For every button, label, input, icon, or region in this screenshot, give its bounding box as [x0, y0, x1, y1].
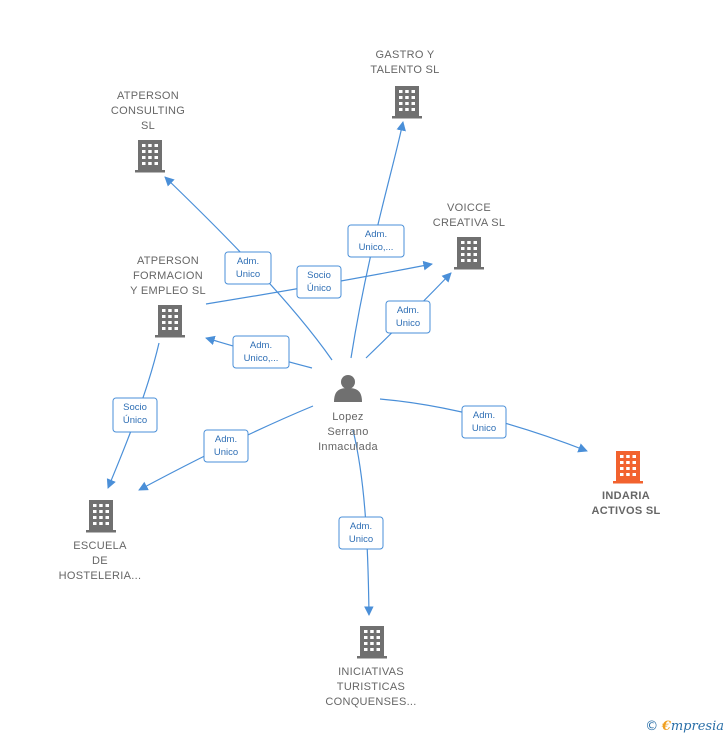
building-icon [155, 305, 185, 338]
relation-label-atperson-consulting[interactable]: Adm. Unico [224, 251, 272, 285]
relation-label-text: Adm. [350, 521, 372, 532]
company-name: FORMACION [133, 270, 203, 282]
relation-label-text: Unico [396, 318, 420, 329]
empresia-logo-icon: € [661, 719, 671, 734]
person-name: Serrano [327, 426, 368, 438]
relation-label-box [296, 265, 342, 299]
company-name: CONSULTING [111, 105, 185, 117]
relation-label-box [112, 397, 158, 433]
relation-label-text: Unico,... [244, 353, 279, 364]
relation-label-text: Adm. [365, 229, 387, 240]
company-name: ACTIVOS SL [591, 505, 660, 517]
company-node-atperson-consulting[interactable]: ATPERSON CONSULTING SL [111, 90, 185, 173]
relation-gastro[interactable] [350, 121, 406, 359]
company-name: DE [92, 555, 108, 567]
company-name: VOICCE [447, 202, 491, 214]
relation-label-atperson-formacion[interactable]: Adm. Unico,... [232, 335, 290, 369]
relation-label-voicce[interactable]: Adm. Unico [385, 300, 431, 334]
person-name: Lopez [332, 411, 363, 423]
company-node-gastro[interactable]: GASTRO Y TALENTO SL [370, 49, 439, 119]
person-icon [334, 375, 362, 402]
company-name: HOSTELERIA... [59, 570, 142, 582]
company-node-voicce[interactable]: VOICCE CREATIVA SL [433, 202, 506, 270]
relation-label-text: Adm. [250, 340, 272, 351]
company-name: ESCUELA [73, 540, 127, 552]
relation-label-box [224, 251, 272, 285]
relation-label-text: Adm. [237, 256, 259, 267]
brand-name: mpresia [670, 719, 724, 734]
relation-label-text: Adm. [397, 305, 419, 316]
company-name: TURISTICAS [337, 681, 405, 693]
footer-brand: © €mpresia [645, 718, 724, 734]
building-icon [135, 140, 165, 173]
relation-label-text: Unico [472, 423, 496, 434]
relation-label-box [385, 300, 431, 334]
relation-label-box [232, 335, 290, 369]
relation-label-text: Unico [236, 269, 260, 280]
relation-label-text: Adm. [473, 410, 495, 421]
relation-label-text: Único [307, 283, 331, 294]
relation-label-indaria[interactable]: Adm. Unico [461, 405, 507, 439]
relation-label-text: Socio [307, 270, 331, 281]
relation-label-iniciativas[interactable]: Adm. Unico [338, 516, 384, 550]
company-name: INICIATIVAS [338, 666, 404, 678]
building-icon [86, 500, 116, 533]
company-name: INDARIA [602, 490, 650, 502]
relation-iniciativas[interactable] [352, 429, 374, 616]
company-name: TALENTO SL [370, 64, 439, 76]
relation-label-text: Socio [123, 402, 147, 413]
relation-label-text: Unico [349, 534, 373, 545]
company-name: CREATIVA SL [433, 217, 506, 229]
relation-label-box [461, 405, 507, 439]
company-name: ATPERSON [117, 90, 179, 102]
relation-label-text: Unico [214, 447, 238, 458]
relation-arrow [352, 429, 374, 616]
relation-label-gastro[interactable]: Adm. Unico,... [347, 224, 405, 258]
company-name: Y EMPLEO SL [130, 285, 206, 297]
relation-label-escuela[interactable]: Adm. Unico [203, 429, 249, 463]
building-icon [357, 626, 387, 659]
company-name: ATPERSON [137, 255, 199, 267]
company-name: GASTRO Y [375, 49, 434, 61]
copyright-icon: © [645, 719, 659, 734]
building-icon [454, 237, 484, 270]
relation-label-box [347, 224, 405, 258]
company-name: CONQUENSES... [325, 696, 416, 708]
company-node-indaria[interactable]: INDARIA ACTIVOS SL [591, 451, 660, 517]
building-icon [613, 451, 643, 484]
relation-arrow [350, 121, 406, 359]
company-node-escuela[interactable]: ESCUELA DE HOSTELERIA... [59, 500, 142, 582]
company-node-iniciativas[interactable]: INICIATIVAS TURISTICAS CONQUENSES... [325, 626, 416, 708]
relation-label-text: Único [123, 415, 147, 426]
relation-label-text: Adm. [215, 434, 237, 445]
relation-label-text: Unico,... [359, 242, 394, 253]
person-name: Inmaculada [318, 441, 378, 453]
relation-label-box [203, 429, 249, 463]
building-icon [392, 86, 422, 119]
company-name: SL [141, 120, 155, 132]
company-node-atperson-formacion[interactable]: ATPERSON FORMACION Y EMPLEO SL [130, 255, 206, 338]
relation-label-box [338, 516, 384, 550]
